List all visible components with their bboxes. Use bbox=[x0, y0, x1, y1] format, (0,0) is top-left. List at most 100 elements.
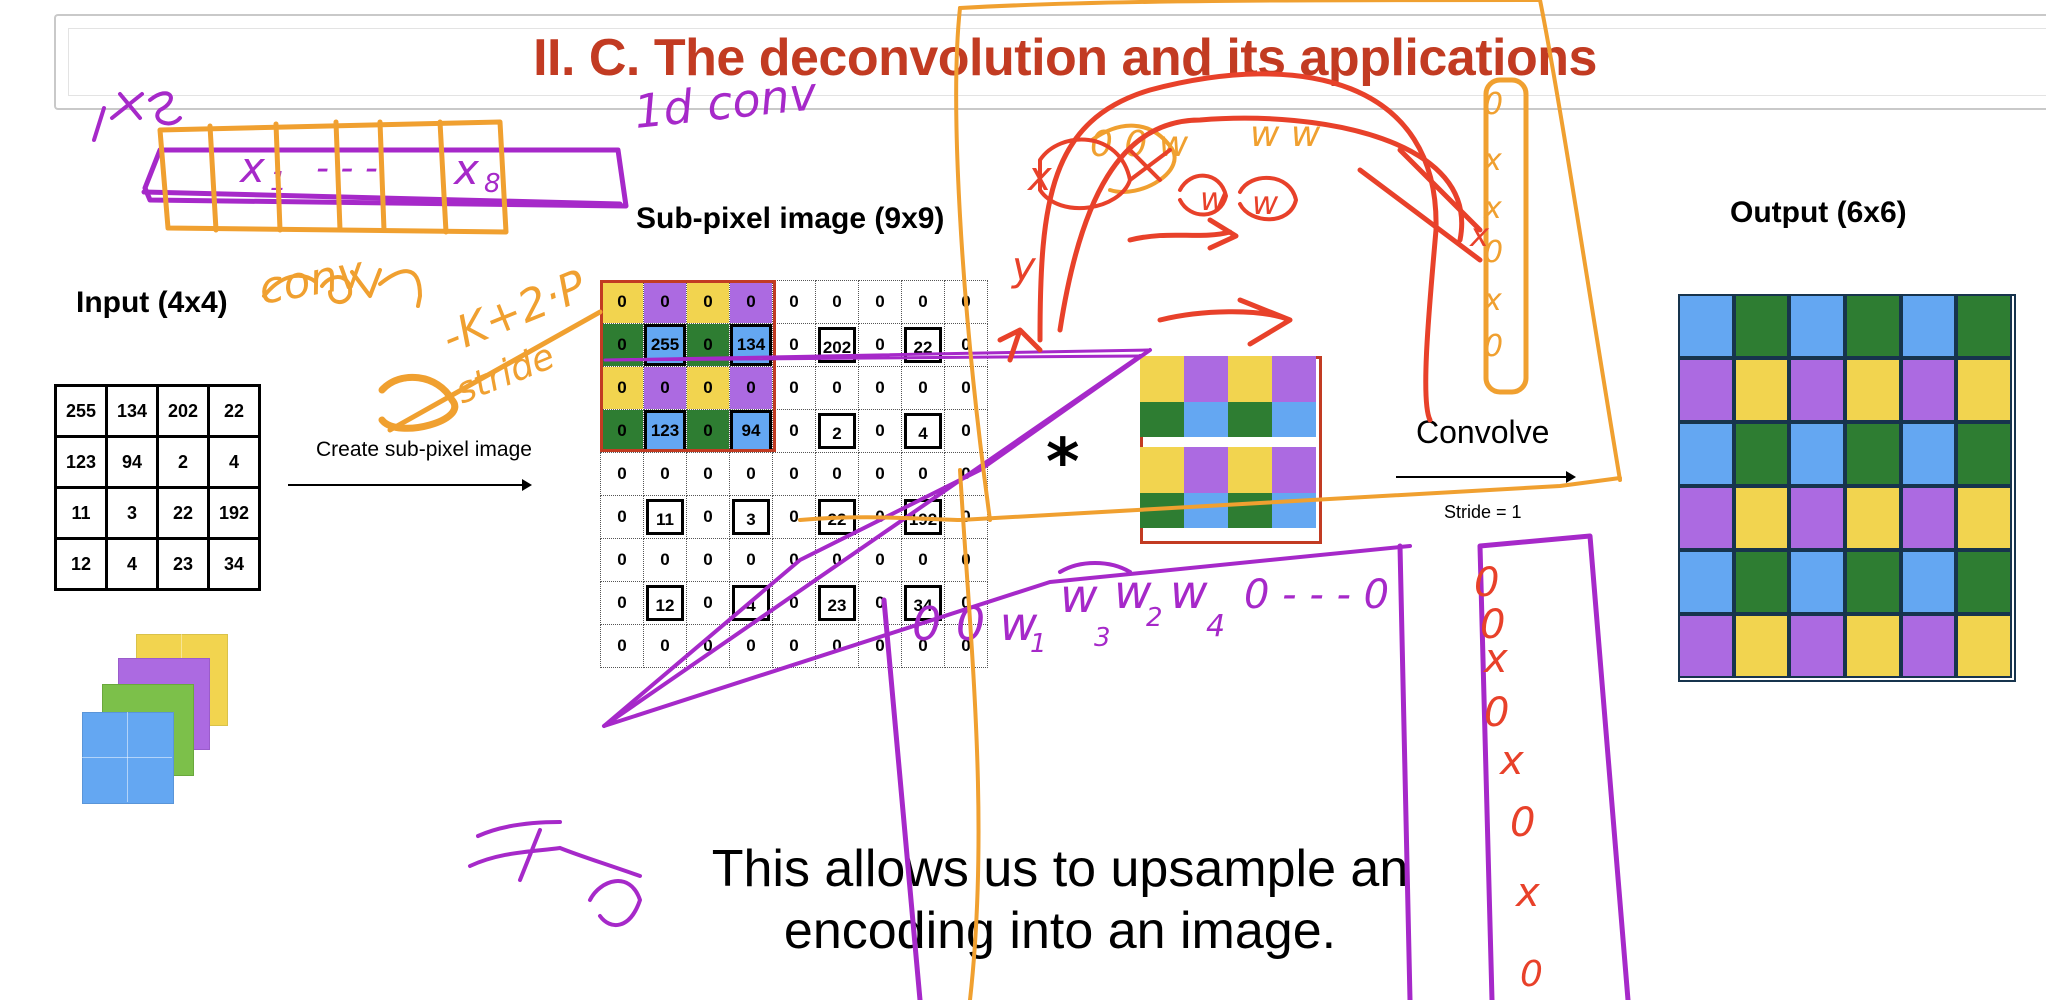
caption-line-1: This allows us to upsample an bbox=[711, 840, 1409, 898]
output-cell bbox=[1789, 358, 1845, 422]
subpixel-cell: 0 bbox=[600, 624, 644, 668]
subpixel-value: 202 bbox=[818, 327, 856, 363]
output-cell bbox=[1733, 294, 1790, 358]
input-cell: 255 bbox=[54, 384, 108, 438]
subpixel-cell: 0 bbox=[944, 495, 988, 539]
input-cell: 3 bbox=[105, 486, 159, 540]
subpixel-value: 23 bbox=[818, 585, 856, 621]
input-label: Input (4x4) bbox=[76, 286, 228, 319]
input-cell: 134 bbox=[105, 384, 159, 438]
subpixel-cell: 0 bbox=[858, 280, 902, 324]
subpixel-label: Sub-pixel image (9x9) bbox=[636, 202, 945, 235]
subpixel-cell: 0 bbox=[729, 538, 773, 582]
convolve-arrow bbox=[1396, 471, 1576, 483]
subpixel-cell: 0 bbox=[901, 366, 945, 410]
subpixel-cell: 0 bbox=[600, 452, 644, 496]
output-cell bbox=[1845, 486, 1901, 550]
kernel-cell bbox=[1272, 492, 1316, 528]
svg-text:x: x bbox=[1483, 191, 1502, 226]
output-cell bbox=[1900, 550, 1957, 614]
svg-text:8: 8 bbox=[484, 169, 501, 199]
output-cell bbox=[1956, 486, 2012, 550]
subpixel-cell: 0 bbox=[944, 624, 988, 668]
svg-text:4: 4 bbox=[1206, 609, 1225, 644]
subpixel-value: 11 bbox=[646, 499, 684, 535]
subpixel-cell: 0 bbox=[772, 581, 816, 625]
subpixel-cell: 0 bbox=[686, 581, 730, 625]
subpixel-cell: 0 bbox=[772, 624, 816, 668]
output-cell bbox=[1733, 486, 1790, 550]
create-subpixel-label: Create sub-pixel image bbox=[316, 438, 532, 461]
bottom-caption: This allows us to upsample an encoding i… bbox=[0, 838, 2046, 962]
subpixel-cell: 0 bbox=[858, 538, 902, 582]
convolve-label: Convolve bbox=[1416, 414, 1550, 450]
output-cell bbox=[1678, 358, 1734, 422]
subpixel-cell: 0 bbox=[944, 581, 988, 625]
svg-text:w: w bbox=[1114, 565, 1152, 619]
svg-text:0: 0 bbox=[1480, 602, 1505, 648]
subpixel-cell: 0 bbox=[600, 538, 644, 582]
subpixel-cell: 0 bbox=[686, 624, 730, 668]
output-cell bbox=[1900, 294, 1957, 358]
svg-text:x: x bbox=[1469, 216, 1490, 254]
subpixel-cell: 0 bbox=[815, 280, 859, 324]
output-cell bbox=[1956, 358, 2012, 422]
output-cell bbox=[1900, 358, 1957, 422]
svg-text:0 0 w: 0 0 w bbox=[1090, 124, 1189, 165]
svg-text:w: w bbox=[1252, 184, 1279, 222]
svg-text:0: 0 bbox=[1484, 690, 1509, 736]
subpixel-cell: 0 bbox=[944, 323, 988, 367]
input-cell: 4 bbox=[105, 537, 159, 591]
subpixel-cell: 0 bbox=[944, 409, 988, 453]
output-grid bbox=[1678, 294, 2016, 682]
input-cell: 202 bbox=[156, 384, 210, 438]
subpixel-cell: 0 bbox=[815, 452, 859, 496]
subpixel-cell: 0 bbox=[815, 624, 859, 668]
subpixel-cell: 0 bbox=[686, 495, 730, 539]
subpixel-cell: 0 bbox=[815, 538, 859, 582]
subpixel-cell: 3 bbox=[729, 495, 773, 539]
svg-text:- - -: - - - bbox=[316, 148, 378, 189]
output-cell bbox=[1789, 550, 1845, 614]
kernel-cell bbox=[1228, 401, 1272, 437]
subpixel-value: 34 bbox=[904, 585, 942, 621]
output-cell bbox=[1845, 358, 1901, 422]
subpixel-cell: 4 bbox=[901, 409, 945, 453]
svg-text:1: 1 bbox=[1030, 629, 1047, 659]
svg-text:x: x bbox=[1483, 143, 1502, 178]
convolution-operator: * bbox=[1046, 426, 1080, 500]
create-subpixel-arrow bbox=[288, 479, 532, 491]
input-cell: 4 bbox=[207, 435, 261, 489]
subpixel-cell: 22 bbox=[901, 323, 945, 367]
subpixel-cell: 0 bbox=[858, 452, 902, 496]
subpixel-value: 2 bbox=[818, 413, 856, 449]
input-cell: 94 bbox=[105, 435, 159, 489]
svg-text:w: w bbox=[1200, 180, 1227, 218]
subpixel-cell: 0 bbox=[901, 452, 945, 496]
input-cell: 11 bbox=[54, 486, 108, 540]
output-cell bbox=[1789, 422, 1845, 486]
output-label: Output (6x6) bbox=[1730, 196, 1907, 229]
svg-text:0 - - - 0: 0 - - - 0 bbox=[1244, 572, 1389, 618]
subpixel-cell: 0 bbox=[901, 624, 945, 668]
output-cell bbox=[1845, 550, 1901, 614]
output-cell bbox=[1845, 294, 1901, 358]
subpixel-cell: 0 bbox=[944, 452, 988, 496]
output-cell bbox=[1956, 614, 2012, 678]
subpixel-cell: 0 bbox=[901, 280, 945, 324]
svg-text:x: x bbox=[1498, 738, 1524, 784]
output-cell bbox=[1733, 422, 1790, 486]
subpixel-cell: 0 bbox=[729, 280, 773, 324]
subpixel-cell: 0 bbox=[858, 495, 902, 539]
output-cell bbox=[1845, 422, 1901, 486]
subpixel-cell: 0 bbox=[901, 538, 945, 582]
svg-text:w: w bbox=[1060, 569, 1098, 623]
subpixel-cell: 0 bbox=[643, 624, 687, 668]
subpixel-value: 192 bbox=[904, 499, 942, 535]
output-cell bbox=[1900, 614, 1957, 678]
